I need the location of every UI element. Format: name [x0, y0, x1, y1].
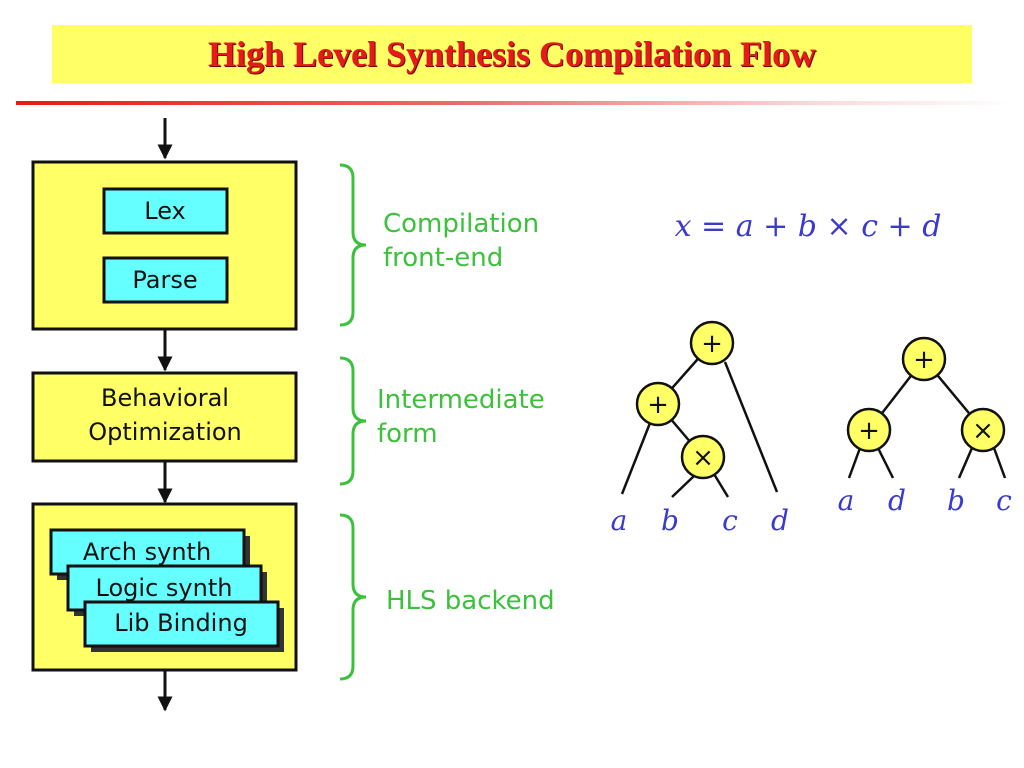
lib-binding-label: Lib Binding [114, 609, 248, 637]
equation: x = a + b × c + d [675, 209, 942, 244]
tree1-leaf-b: b [661, 504, 679, 537]
parse-label: Parse [132, 266, 197, 294]
tree2-leaf-b: b [947, 484, 965, 517]
title-bar: High Level Synthesis Compilation Flow [52, 25, 972, 83]
tree2-right-op: × [972, 416, 994, 446]
label-frontend-line1: Compilation [383, 209, 539, 239]
logic-synth-label: Logic synth [96, 574, 233, 602]
tree1-mul-op: × [692, 443, 714, 473]
title-divider [16, 101, 1016, 105]
expression-tree-1: + + × a b c d [611, 320, 789, 537]
tree2-left-op: + [858, 416, 880, 446]
label-backend: HLS backend [386, 586, 555, 616]
optimization-label-line1: Behavioral [101, 384, 229, 412]
tree2-root-op: + [913, 345, 935, 375]
parse-box [102, 256, 229, 304]
arch-synth-label: Arch synth [83, 538, 211, 566]
tree2-leaf-d: d [888, 484, 906, 517]
brace-backend [339, 513, 367, 681]
tree1-leaf-c: c [722, 504, 738, 537]
tree2-root-node [901, 336, 947, 382]
lex-box [102, 187, 229, 235]
frontend-block: Lex Parse [31, 160, 298, 331]
tree1-left-op: + [647, 390, 669, 420]
lex-label: Lex [144, 197, 186, 225]
optimization-label-line2: Optimization [88, 418, 242, 446]
tree1-mul-node [680, 434, 726, 480]
label-intermediate-line1: Intermediate [377, 385, 545, 415]
tree1-left-node [635, 381, 681, 427]
tree1-root-node [689, 320, 735, 366]
tree2-left-node [846, 407, 892, 453]
tree2-right-node [960, 407, 1006, 453]
tree2-leaf-a: a [838, 484, 855, 517]
optimization-block: Behavioral Optimization [31, 371, 298, 463]
lib-binding-box [83, 600, 280, 648]
brace-frontend [339, 163, 367, 327]
tree1-leaf-d: d [771, 504, 789, 537]
braces [339, 163, 367, 681]
label-frontend-line2: front-end [383, 243, 503, 273]
tree1-leaf-a: a [611, 504, 628, 537]
expression-tree-2: + + × a d b c [838, 336, 1012, 517]
tree2-leaf-c: c [996, 484, 1012, 517]
brace-intermediate [339, 356, 367, 486]
label-intermediate-line2: form [377, 419, 438, 449]
page-title: High Level Synthesis Compilation Flow [207, 34, 817, 74]
tree1-root-op: + [701, 329, 723, 359]
backend-block: Arch synth Logic synth Lib Binding [31, 502, 298, 672]
